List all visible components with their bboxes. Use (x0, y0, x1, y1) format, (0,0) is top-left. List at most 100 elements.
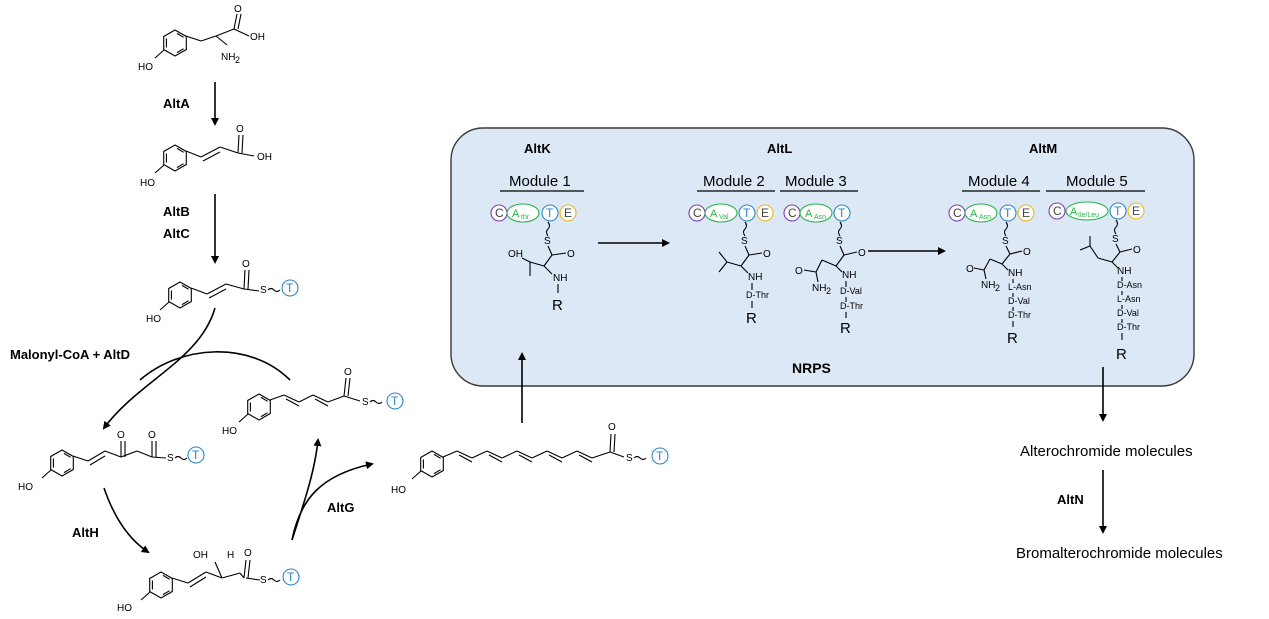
svg-text:HO: HO (138, 62, 153, 73)
module-1-r: R (552, 297, 563, 314)
module-1-label: Module 1 (509, 173, 571, 190)
malonyl-label: Malonyl-CoA + AltD (10, 347, 130, 362)
a-domain-label: A (512, 208, 520, 220)
module-1-structure: S O OH NH R (508, 221, 575, 314)
svg-text:S: S (260, 575, 267, 586)
svg-text:A: A (805, 208, 813, 220)
svg-text:E: E (761, 206, 769, 220)
module-3-chain-1: D-Val (840, 286, 862, 296)
svg-text:S: S (1002, 236, 1009, 247)
altn-label: AltN (1057, 492, 1084, 507)
svg-text:T: T (1114, 204, 1122, 218)
svg-text:HO: HO (117, 603, 132, 614)
module-4-chain-2: D-Val (1008, 296, 1030, 306)
svg-text:O: O (966, 264, 974, 275)
svg-text:Ile/Leu: Ile/Leu (1078, 212, 1099, 219)
svg-text:NH: NH (812, 283, 826, 294)
svg-text:O: O (608, 422, 616, 433)
module-2-chain-1: D-Thr (746, 290, 769, 300)
module-2-domains: C A Val T E (688, 203, 774, 223)
module-5-chain-2: L-Asn (1117, 294, 1141, 304)
module-2-r: R (746, 310, 757, 327)
svg-text:C: C (1053, 204, 1062, 218)
svg-text:NH: NH (553, 273, 567, 284)
svg-text:A: A (710, 208, 718, 220)
alth-arrow (103, 487, 150, 554)
module-5-chain-1: D-Asn (1117, 280, 1142, 290)
svg-text:E: E (1022, 206, 1030, 220)
polyene-t-structure: HO O S T (391, 422, 669, 496)
svg-text:T: T (838, 206, 846, 220)
svg-text:C: C (788, 206, 797, 220)
svg-text:NH: NH (221, 52, 235, 63)
tyrosine-structure: HO O OH NH 2 (138, 4, 265, 73)
a-domain-substrate: thr (521, 214, 530, 221)
hydroxy-t-structure: HO OH H O S T (117, 548, 300, 614)
svg-text:O: O (567, 249, 575, 260)
svg-text:S: S (741, 236, 748, 247)
altm-label: AltM (1029, 141, 1057, 156)
svg-text:Asn: Asn (814, 214, 826, 221)
svg-text:H: H (227, 550, 234, 561)
svg-text:NH: NH (842, 270, 856, 281)
svg-text:O: O (244, 548, 252, 559)
coumaroyl-t-structure: HO O S T (146, 259, 299, 325)
svg-text:Val: Val (719, 214, 729, 221)
altg-label: AltG (327, 500, 354, 515)
svg-text:OH: OH (193, 550, 208, 561)
svg-text:O: O (795, 266, 803, 277)
altk-label: AltK (524, 141, 551, 156)
module-4-chain-1: L-Asn (1008, 282, 1032, 292)
svg-text:OH: OH (508, 249, 523, 260)
svg-text:2: 2 (235, 55, 240, 65)
module-2-label: Module 2 (703, 173, 765, 190)
svg-text:S: S (260, 285, 267, 296)
svg-text:HO: HO (146, 314, 161, 325)
altl-label: AltL (767, 141, 792, 156)
svg-text:Asn: Asn (979, 214, 991, 221)
svg-text:O: O (148, 430, 156, 441)
svg-text:O: O (1023, 247, 1031, 258)
svg-text:O: O (858, 248, 866, 259)
svg-text:O: O (1133, 245, 1141, 256)
svg-text:HO: HO (140, 178, 155, 189)
svg-text:S: S (544, 236, 551, 247)
svg-text:E: E (1132, 204, 1140, 218)
svg-text:O: O (234, 4, 242, 15)
svg-text:S: S (1112, 234, 1119, 245)
alterochromide-label: Alterochromide molecules (1020, 443, 1193, 460)
svg-text:HO: HO (391, 485, 406, 496)
svg-text:NH: NH (1117, 266, 1131, 277)
svg-text:T: T (1004, 206, 1012, 220)
svg-text:T: T (286, 281, 294, 295)
altg-arrow-up (291, 438, 322, 541)
alth-label: AltH (72, 525, 99, 540)
svg-text:T: T (743, 206, 751, 220)
svg-text:HO: HO (222, 426, 237, 437)
svg-text:T: T (287, 570, 295, 584)
module-4-label: Module 4 (968, 173, 1030, 190)
svg-text:O: O (117, 430, 125, 441)
module-5-domains: C A Ile/Leu T E (1048, 201, 1145, 221)
module-4-r: R (1007, 330, 1018, 347)
svg-text:A: A (1070, 206, 1078, 218)
svg-text:S: S (626, 453, 633, 464)
svg-text:NH: NH (981, 280, 995, 291)
module-5-r: R (1116, 346, 1127, 363)
svg-text:A: A (970, 208, 978, 220)
altc-label: AltC (163, 226, 190, 241)
svg-text:S: S (167, 453, 174, 464)
svg-text:NH: NH (748, 272, 762, 283)
svg-text:2: 2 (826, 286, 831, 296)
svg-text:C: C (953, 206, 962, 220)
module-3-structure: S O O NH 2 NH D-Val D-Thr R (795, 221, 866, 337)
module-5-structure: S O NH D-Asn L-Asn D-Val D-Thr R (1079, 219, 1142, 363)
coumaric-acid-structure: HO O OH (140, 124, 272, 189)
t-domain-label: T (546, 206, 554, 220)
module-1-domains: C A thr T E (490, 203, 577, 223)
module-3-domains: C A Asn T (783, 203, 851, 223)
svg-text:T: T (656, 449, 664, 463)
svg-text:S: S (362, 397, 369, 408)
diketide-t-structure: HO O O S T (18, 430, 205, 493)
